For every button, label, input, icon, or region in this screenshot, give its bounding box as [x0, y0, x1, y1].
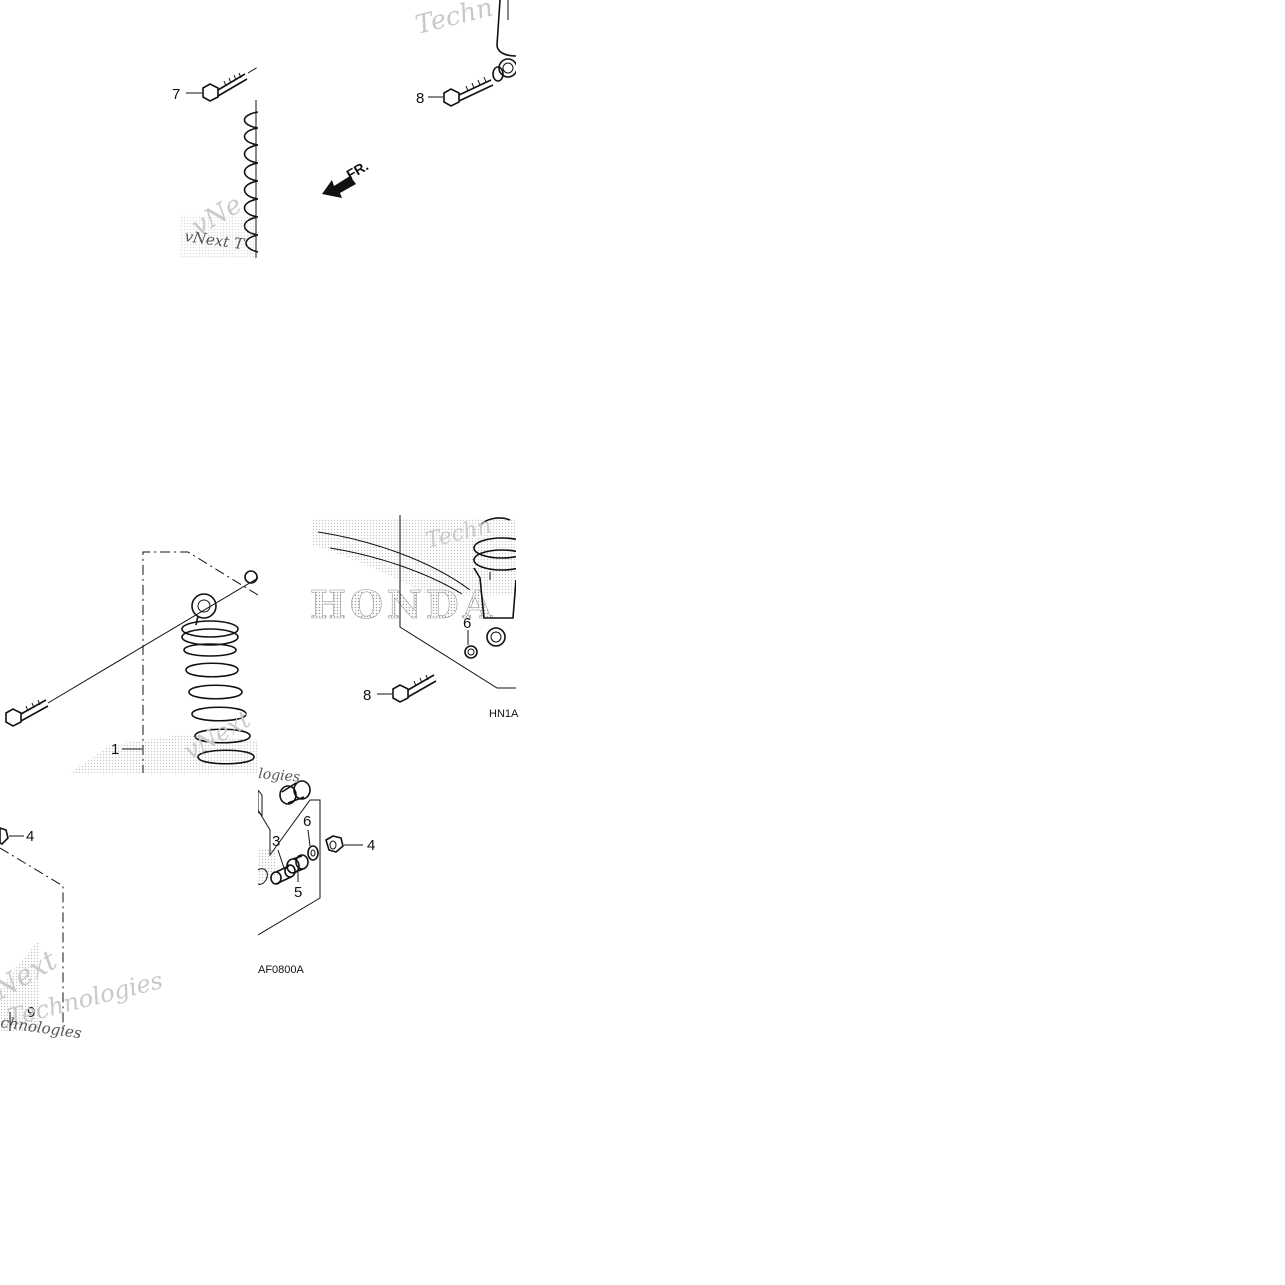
callout-9: 9	[27, 1004, 35, 1021]
tile-upper-left	[180, 66, 258, 258]
shock-lower-mount-icon	[492, 0, 516, 82]
nut-icon	[0, 827, 9, 845]
bolt-icon	[443, 76, 494, 107]
long-bolt-icon	[5, 570, 258, 727]
callout-8: 8	[416, 90, 424, 107]
tile-middle-right: HONDA	[310, 515, 516, 703]
drawing-code: HN1A	[489, 708, 519, 720]
callout-4: 4	[26, 828, 34, 845]
tile-lower-right	[258, 780, 363, 936]
bush-icon	[286, 854, 309, 874]
callout-4: 4	[367, 837, 375, 854]
drawing-code: AF0800A	[258, 964, 305, 976]
honda-wing-logo-icon	[312, 518, 516, 596]
shock-lower-body-icon	[464, 517, 516, 659]
bolt-icon	[392, 674, 437, 703]
washer-icon	[307, 845, 319, 861]
callout-5: 5	[294, 884, 302, 901]
watermark-text: Techn	[412, 0, 496, 41]
callout-1: 1	[111, 741, 119, 758]
collar-icon	[279, 780, 311, 805]
watermark-text: logies	[258, 766, 301, 786]
tile-lower-left	[0, 827, 64, 1031]
callout-7: 7	[172, 86, 180, 103]
callout-6: 6	[303, 813, 311, 830]
tile-middle-left	[5, 551, 258, 773]
callout-6: 6	[463, 615, 471, 632]
honda-logo-text: HONDA	[310, 582, 496, 627]
front-arrow-icon	[322, 176, 356, 198]
tile-upper-middle	[322, 0, 516, 198]
shock-absorber-icon	[181, 593, 255, 765]
nut-icon	[325, 835, 344, 853]
callout-8: 8	[363, 687, 371, 704]
bolt-icon	[202, 66, 258, 102]
callout-3: 3	[272, 833, 280, 850]
